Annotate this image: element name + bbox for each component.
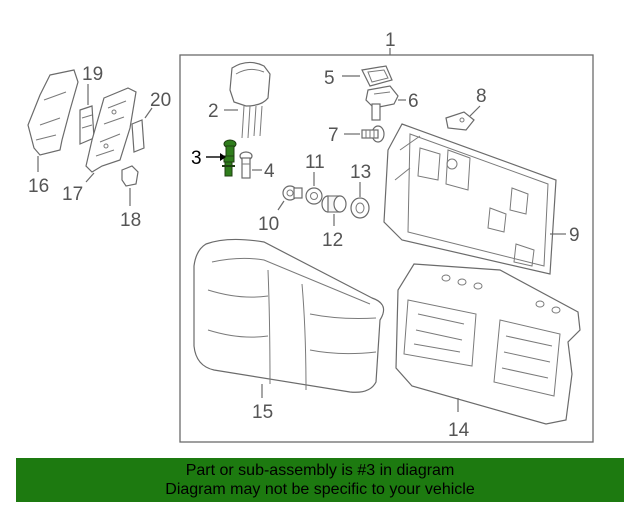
part-3-headrest-guide[interactable] [206,139,237,177]
part-12-bushing[interactable] [321,195,347,226]
callout-11: 11 [305,152,325,173]
callout-20: 20 [150,90,171,111]
callout-9: 9 [569,225,580,246]
info-banner: Part or sub-assembly is #3 in diagram Di… [16,458,624,502]
part-6-latch[interactable] [365,85,406,121]
part-9-seatback-frame[interactable] [383,123,566,275]
callout-12: 12 [322,230,343,251]
part-4-guide-pin[interactable] [239,151,262,179]
part-7-bolt[interactable] [344,125,385,143]
callout-4: 4 [264,161,275,182]
callout-14: 14 [448,420,470,441]
part-19-trim-strip[interactable] [79,84,95,145]
callout-13: 13 [350,162,371,183]
banner-line-2: Diagram may not be specific to your vehi… [165,481,475,498]
part-10-fastener[interactable] [277,185,303,211]
part-5-latch-cover[interactable] [342,65,393,87]
callout-17: 17 [62,184,83,205]
callout-8: 8 [476,86,487,107]
callout-10: 10 [258,214,279,235]
callout-7: 7 [328,125,339,146]
part-14-cushion-frame[interactable] [395,263,581,425]
callout-19: 19 [82,64,103,85]
part-17-side-bracket[interactable] [85,87,137,183]
callout-5: 5 [324,68,335,89]
callout-18: 18 [120,210,141,231]
part-13-grommet[interactable] [350,182,370,219]
part-2-headrest[interactable] [224,61,271,139]
part-16-side-bolster[interactable] [27,69,79,172]
part-11-nut[interactable] [305,172,323,205]
assembly-frame [179,54,594,443]
callout-3: 3 [191,148,202,169]
callout-16: 16 [28,176,49,197]
parts-diagram: 1 16 19 17 20 18 2 [27,30,594,443]
banner-line-1: Part or sub-assembly is #3 in diagram [185,462,455,479]
part-20-insert[interactable] [131,107,153,153]
part-18-clip[interactable] [121,165,139,206]
part-15-seat-cushion[interactable] [193,238,385,398]
callout-15: 15 [252,402,273,423]
callout-6: 6 [408,91,419,112]
callout-1: 1 [385,30,396,51]
callout-2: 2 [208,101,219,122]
part-8-bracket[interactable] [445,105,481,131]
